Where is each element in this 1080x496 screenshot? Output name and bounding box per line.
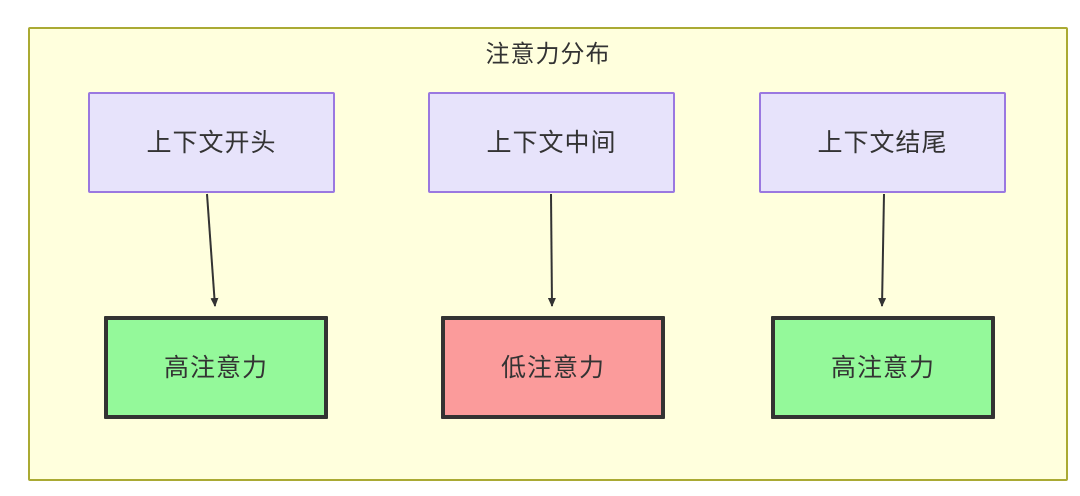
node-attn-high-start-label: 高注意力 [163, 353, 268, 382]
node-attn-high-end[interactable]: 高注意力 [771, 316, 995, 419]
node-ctx-end[interactable]: 上下文结尾 [759, 92, 1006, 193]
node-attn-low-middle[interactable]: 低注意力 [441, 316, 665, 419]
node-ctx-start[interactable]: 上下文开头 [88, 92, 335, 193]
node-ctx-start-label: 上下文开头 [146, 128, 277, 157]
node-ctx-middle-label: 上下文中间 [486, 128, 617, 157]
node-ctx-end-label: 上下文结尾 [817, 128, 948, 157]
node-attn-high-start[interactable]: 高注意力 [104, 316, 328, 419]
node-ctx-middle[interactable]: 上下文中间 [428, 92, 675, 193]
subgraph-title: 注意力分布 [485, 41, 611, 68]
node-attn-low-middle-label: 低注意力 [500, 353, 605, 382]
node-attn-high-end-label: 高注意力 [830, 353, 935, 382]
